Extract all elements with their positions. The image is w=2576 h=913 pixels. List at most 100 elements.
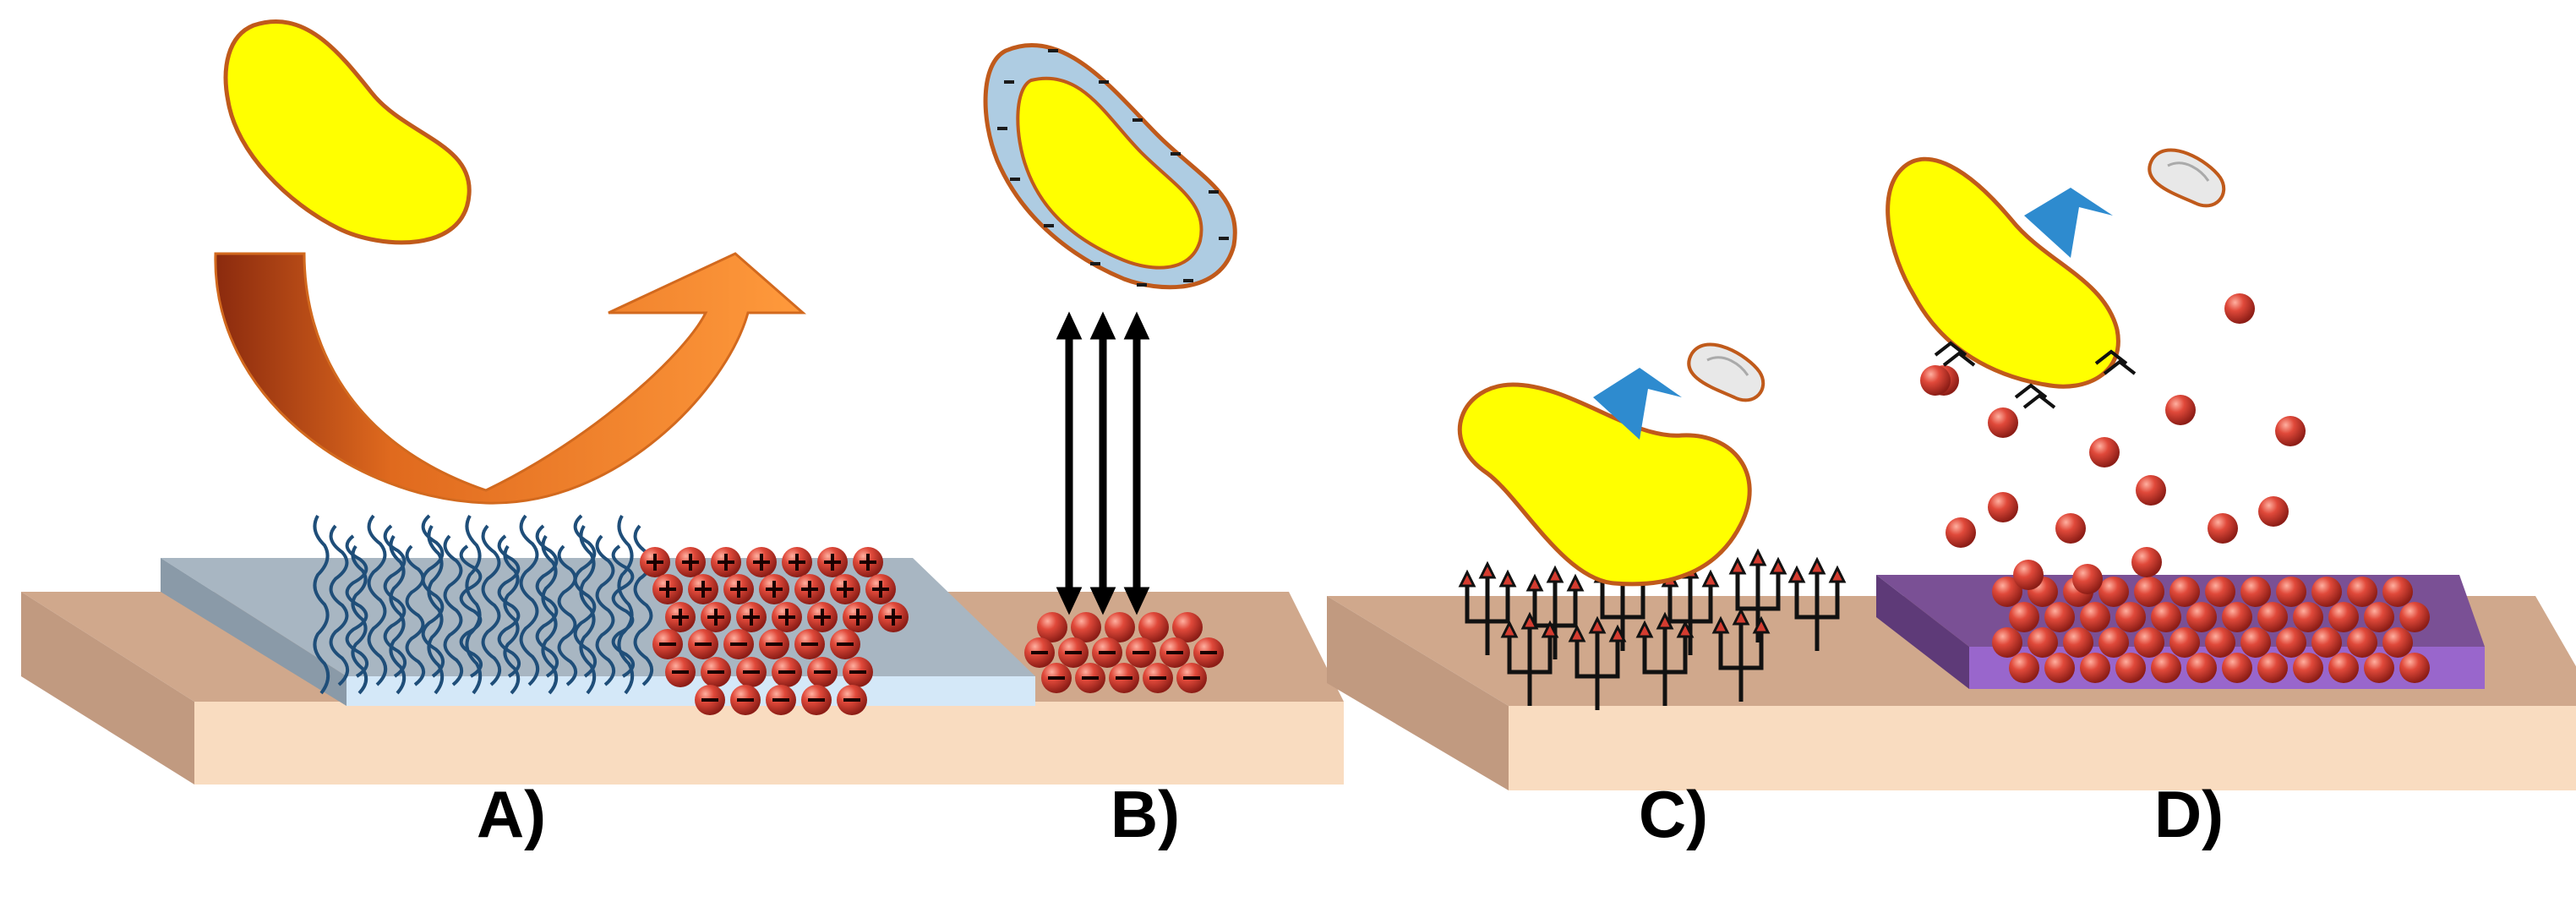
embedded-nanoparticle: [2311, 627, 2342, 658]
embedded-nanoparticle: [2328, 653, 2359, 683]
released-nanoparticle: [2013, 560, 2044, 590]
embedded-nanoparticle: [2364, 602, 2394, 632]
charged-nanoparticle: [722, 572, 756, 606]
polymer-brush-chain: [573, 514, 597, 678]
released-nanoparticle: [2136, 475, 2166, 506]
panel-label-a: A): [476, 777, 547, 851]
embedded-nanoparticle: [2169, 627, 2200, 658]
polymer-brush-chain: [617, 515, 635, 695]
released-nanoparticle: [2131, 547, 2162, 577]
charged-nanoparticle: [757, 572, 791, 606]
embedded-nanoparticle: [2293, 602, 2323, 632]
panel-c-bacterium: [1457, 382, 1752, 587]
panel-b-nanoparticle: [1090, 636, 1124, 670]
embedded-nanoparticle: [2382, 577, 2413, 607]
panel-label-d: D): [2153, 777, 2224, 851]
embedded-nanoparticle: [2098, 627, 2129, 658]
charged-nanoparticle: [816, 545, 849, 579]
embedded-nanoparticle: [2205, 577, 2235, 607]
released-nanoparticle: [1946, 517, 1976, 548]
polymer-brush-chain: [383, 524, 407, 678]
embedded-nanoparticle: [2151, 653, 2181, 683]
panel-b-nanoparticle: [1124, 636, 1158, 670]
curved-arrow-icon: [214, 252, 806, 505]
charged-nanoparticle: [757, 627, 791, 661]
panel-b-capsule-bacterium: [983, 43, 1237, 290]
polymer-brush-chain: [579, 524, 597, 695]
embedded-nanoparticle: [2240, 627, 2271, 658]
embedded-nanoparticle: [2399, 653, 2430, 683]
released-nanoparticle: [2275, 416, 2306, 446]
polymer-brush-chain: [465, 515, 483, 695]
polymer-brushes: [313, 514, 653, 695]
released-nanoparticle: [2258, 496, 2289, 527]
charged-nanoparticle: [835, 683, 869, 717]
charged-nanoparticle: [734, 600, 768, 634]
polymer-brush-chain: [313, 515, 330, 695]
polymer-brush-chain: [443, 534, 463, 686]
embedded-nanoparticle: [2044, 653, 2075, 683]
polymer-brush-chain: [503, 544, 521, 695]
panel-label-b: B): [1110, 777, 1181, 851]
enzyme-chevron-icon: [1593, 368, 1682, 440]
charged-nanoparticle: [651, 627, 685, 661]
enzyme-chevron-icon: [2024, 188, 2113, 258]
polymer-brush-chain: [497, 534, 521, 678]
released-nanoparticle: [2089, 437, 2120, 467]
polymer-brush-chain: [367, 514, 387, 686]
embedded-nanoparticle: [2364, 653, 2394, 683]
charged-nanoparticle: [651, 572, 685, 606]
released-nanoparticle: [1920, 365, 1951, 396]
charged-nanoparticle: [770, 600, 804, 634]
embedded-nanoparticle: [2063, 627, 2093, 658]
embedded-nanoparticle: [2009, 602, 2039, 632]
left-substrate-front: [194, 702, 1344, 785]
embedded-nanoparticle: [2222, 653, 2252, 683]
embedded-nanoparticle: [2347, 577, 2377, 607]
polymer-brush-chain: [421, 514, 445, 678]
embedded-nanoparticle: [2186, 653, 2217, 683]
charged-nanoparticle: [709, 545, 743, 579]
panel-b-nanoparticle: [1040, 661, 1073, 695]
charged-nanoparticle: [876, 600, 910, 634]
embedded-nanoparticle: [2347, 627, 2377, 658]
charged-nanoparticle: [805, 655, 839, 689]
panel-b-nanoparticle: [1141, 661, 1175, 695]
charged-nanoparticle: [780, 545, 814, 579]
charged-nanoparticle: [722, 627, 756, 661]
panel-b-nanoparticle: [1056, 636, 1090, 670]
embedded-nanoparticle: [2328, 602, 2359, 632]
embedded-nanoparticle: [2222, 602, 2252, 632]
panel-label-c: C): [1638, 777, 1709, 851]
charged-nanoparticle: [734, 655, 768, 689]
polymer-brush-chain: [535, 524, 559, 678]
embedded-nanoparticle: [2257, 602, 2288, 632]
charged-nanoparticle: [686, 627, 720, 661]
embedded-nanoparticle: [1992, 627, 2022, 658]
charged-nanoparticle: [800, 683, 833, 717]
embedded-nanoparticle: [2134, 627, 2164, 658]
released-nanoparticle: [2208, 513, 2238, 544]
charged-nanoparticle: [729, 683, 762, 717]
polymer-brush-chain: [389, 534, 407, 695]
embedded-nanoparticle: [2098, 577, 2129, 607]
embedded-nanoparticle: [2186, 602, 2217, 632]
embedded-nanoparticle: [2009, 653, 2039, 683]
polymer-brush-chain: [351, 544, 368, 695]
embedded-nanoparticle: [2276, 627, 2306, 658]
charged-nanoparticle: [828, 572, 862, 606]
released-nanoparticle: [2072, 564, 2103, 594]
charged-nanoparticle: [745, 545, 778, 579]
embedded-nanoparticle: [2399, 602, 2430, 632]
embedded-nanoparticle: [2115, 653, 2146, 683]
charged-nanoparticle: [663, 655, 697, 689]
embedded-nanoparticle: [2205, 627, 2235, 658]
charged-nanoparticle: [793, 627, 827, 661]
lysed-bacterium-icon: [2148, 148, 2226, 208]
polymer-brush-chain: [519, 514, 539, 686]
panel-b-nanoparticle: [1107, 661, 1141, 695]
panel-b-nanoparticle: [1023, 636, 1056, 670]
panel-a-bacterium: [223, 19, 472, 245]
embedded-nanoparticle: [2169, 577, 2200, 607]
charged-nanoparticle: [638, 545, 672, 579]
